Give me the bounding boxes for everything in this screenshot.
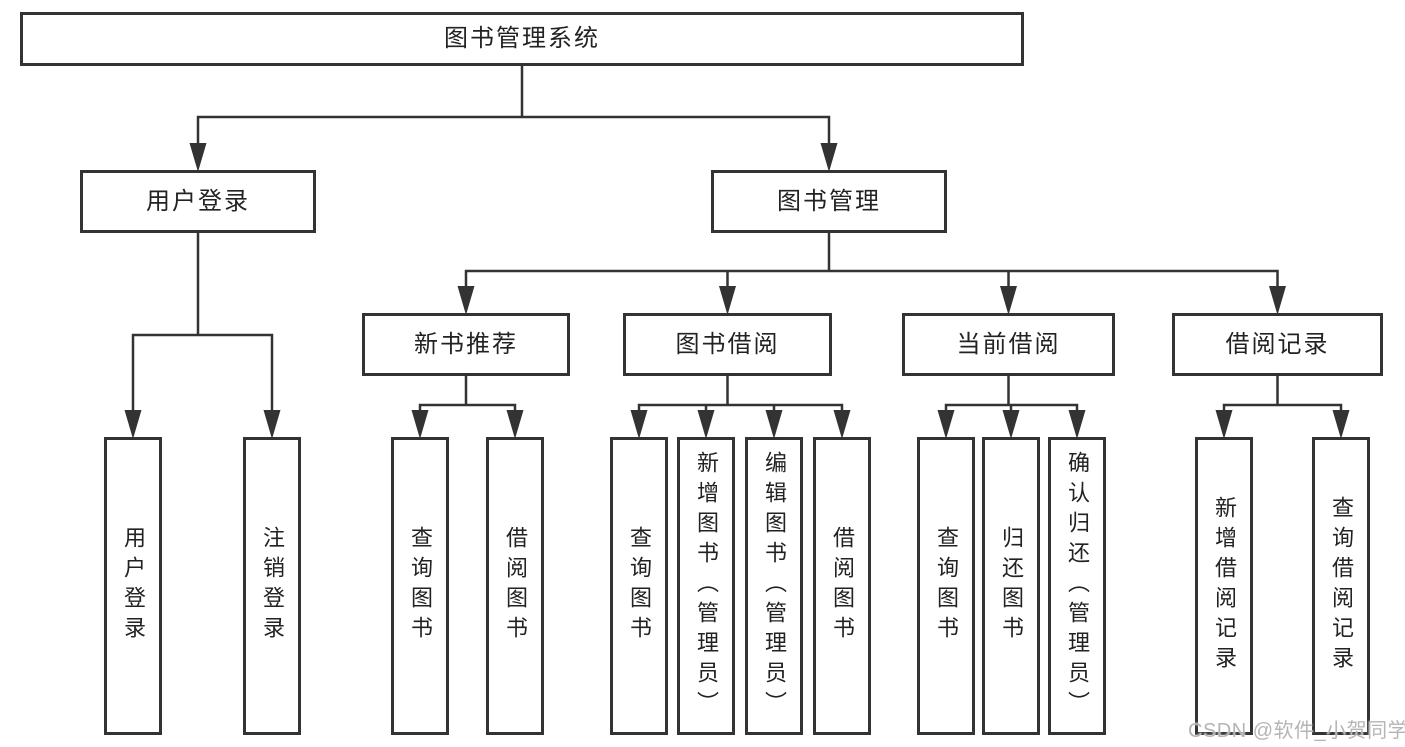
node-bb-borrow-books: 借阅图书: [813, 437, 871, 735]
node-label: 注销登录: [260, 526, 285, 646]
node-new-book-recommend: 新书推荐: [362, 313, 570, 376]
node-label: 归还图书: [999, 526, 1024, 646]
node-label: 借阅记录: [1225, 330, 1330, 358]
node-nb-borrow-books: 借阅图书: [486, 437, 544, 735]
node-nb-query-books: 查询图书: [391, 437, 449, 735]
node-label: 新增借阅记录: [1212, 496, 1237, 676]
node-cb-confirm-return-admin: 确认归还（管理员）: [1048, 437, 1106, 735]
node-cb-query-books: 查询图书: [917, 437, 975, 735]
node-user-login: 用户登录: [80, 170, 316, 233]
node-bb-query-books: 查询图书: [610, 437, 668, 735]
node-book-borrowing: 图书借阅: [623, 313, 832, 376]
node-label: 借阅图书: [503, 526, 528, 646]
node-user-login-leaf: 用户登录: [104, 437, 162, 735]
node-label: 用户登录: [146, 187, 250, 215]
node-logout: 注销登录: [243, 437, 301, 735]
node-label: 编辑图书（管理员）: [762, 451, 787, 721]
node-label: 确认归还（管理员）: [1065, 451, 1090, 721]
node-label: 新书推荐: [414, 330, 518, 358]
node-br-add-record: 新增借阅记录: [1195, 437, 1253, 735]
node-cb-return-books: 归还图书: [982, 437, 1040, 735]
node-bb-edit-books-admin: 编辑图书（管理员）: [745, 437, 803, 735]
node-label: 查询图书: [408, 526, 433, 646]
node-label: 借阅图书: [830, 526, 855, 646]
node-bb-add-books-admin: 新增图书（管理员）: [677, 437, 735, 735]
node-label: 查询借阅记录: [1329, 496, 1354, 676]
node-label: 查询图书: [934, 526, 959, 646]
node-label: 图书管理: [777, 187, 881, 215]
node-borrowing-records: 借阅记录: [1172, 313, 1383, 376]
watermark: CSDN @软件_小贺同学: [1188, 720, 1405, 742]
node-book-management: 图书管理: [711, 170, 947, 233]
node-current-borrowing: 当前借阅: [902, 313, 1115, 376]
node-label: 图书借阅: [675, 330, 780, 358]
node-library-management-system: 图书管理系统: [20, 12, 1024, 66]
node-label: 图书管理系统: [444, 25, 600, 52]
node-label: 新增图书（管理员）: [694, 451, 719, 721]
node-br-query-record: 查询借阅记录: [1312, 437, 1370, 735]
node-label: 当前借阅: [956, 330, 1061, 358]
node-label: 查询图书: [627, 526, 652, 646]
node-label: 用户登录: [121, 526, 146, 646]
